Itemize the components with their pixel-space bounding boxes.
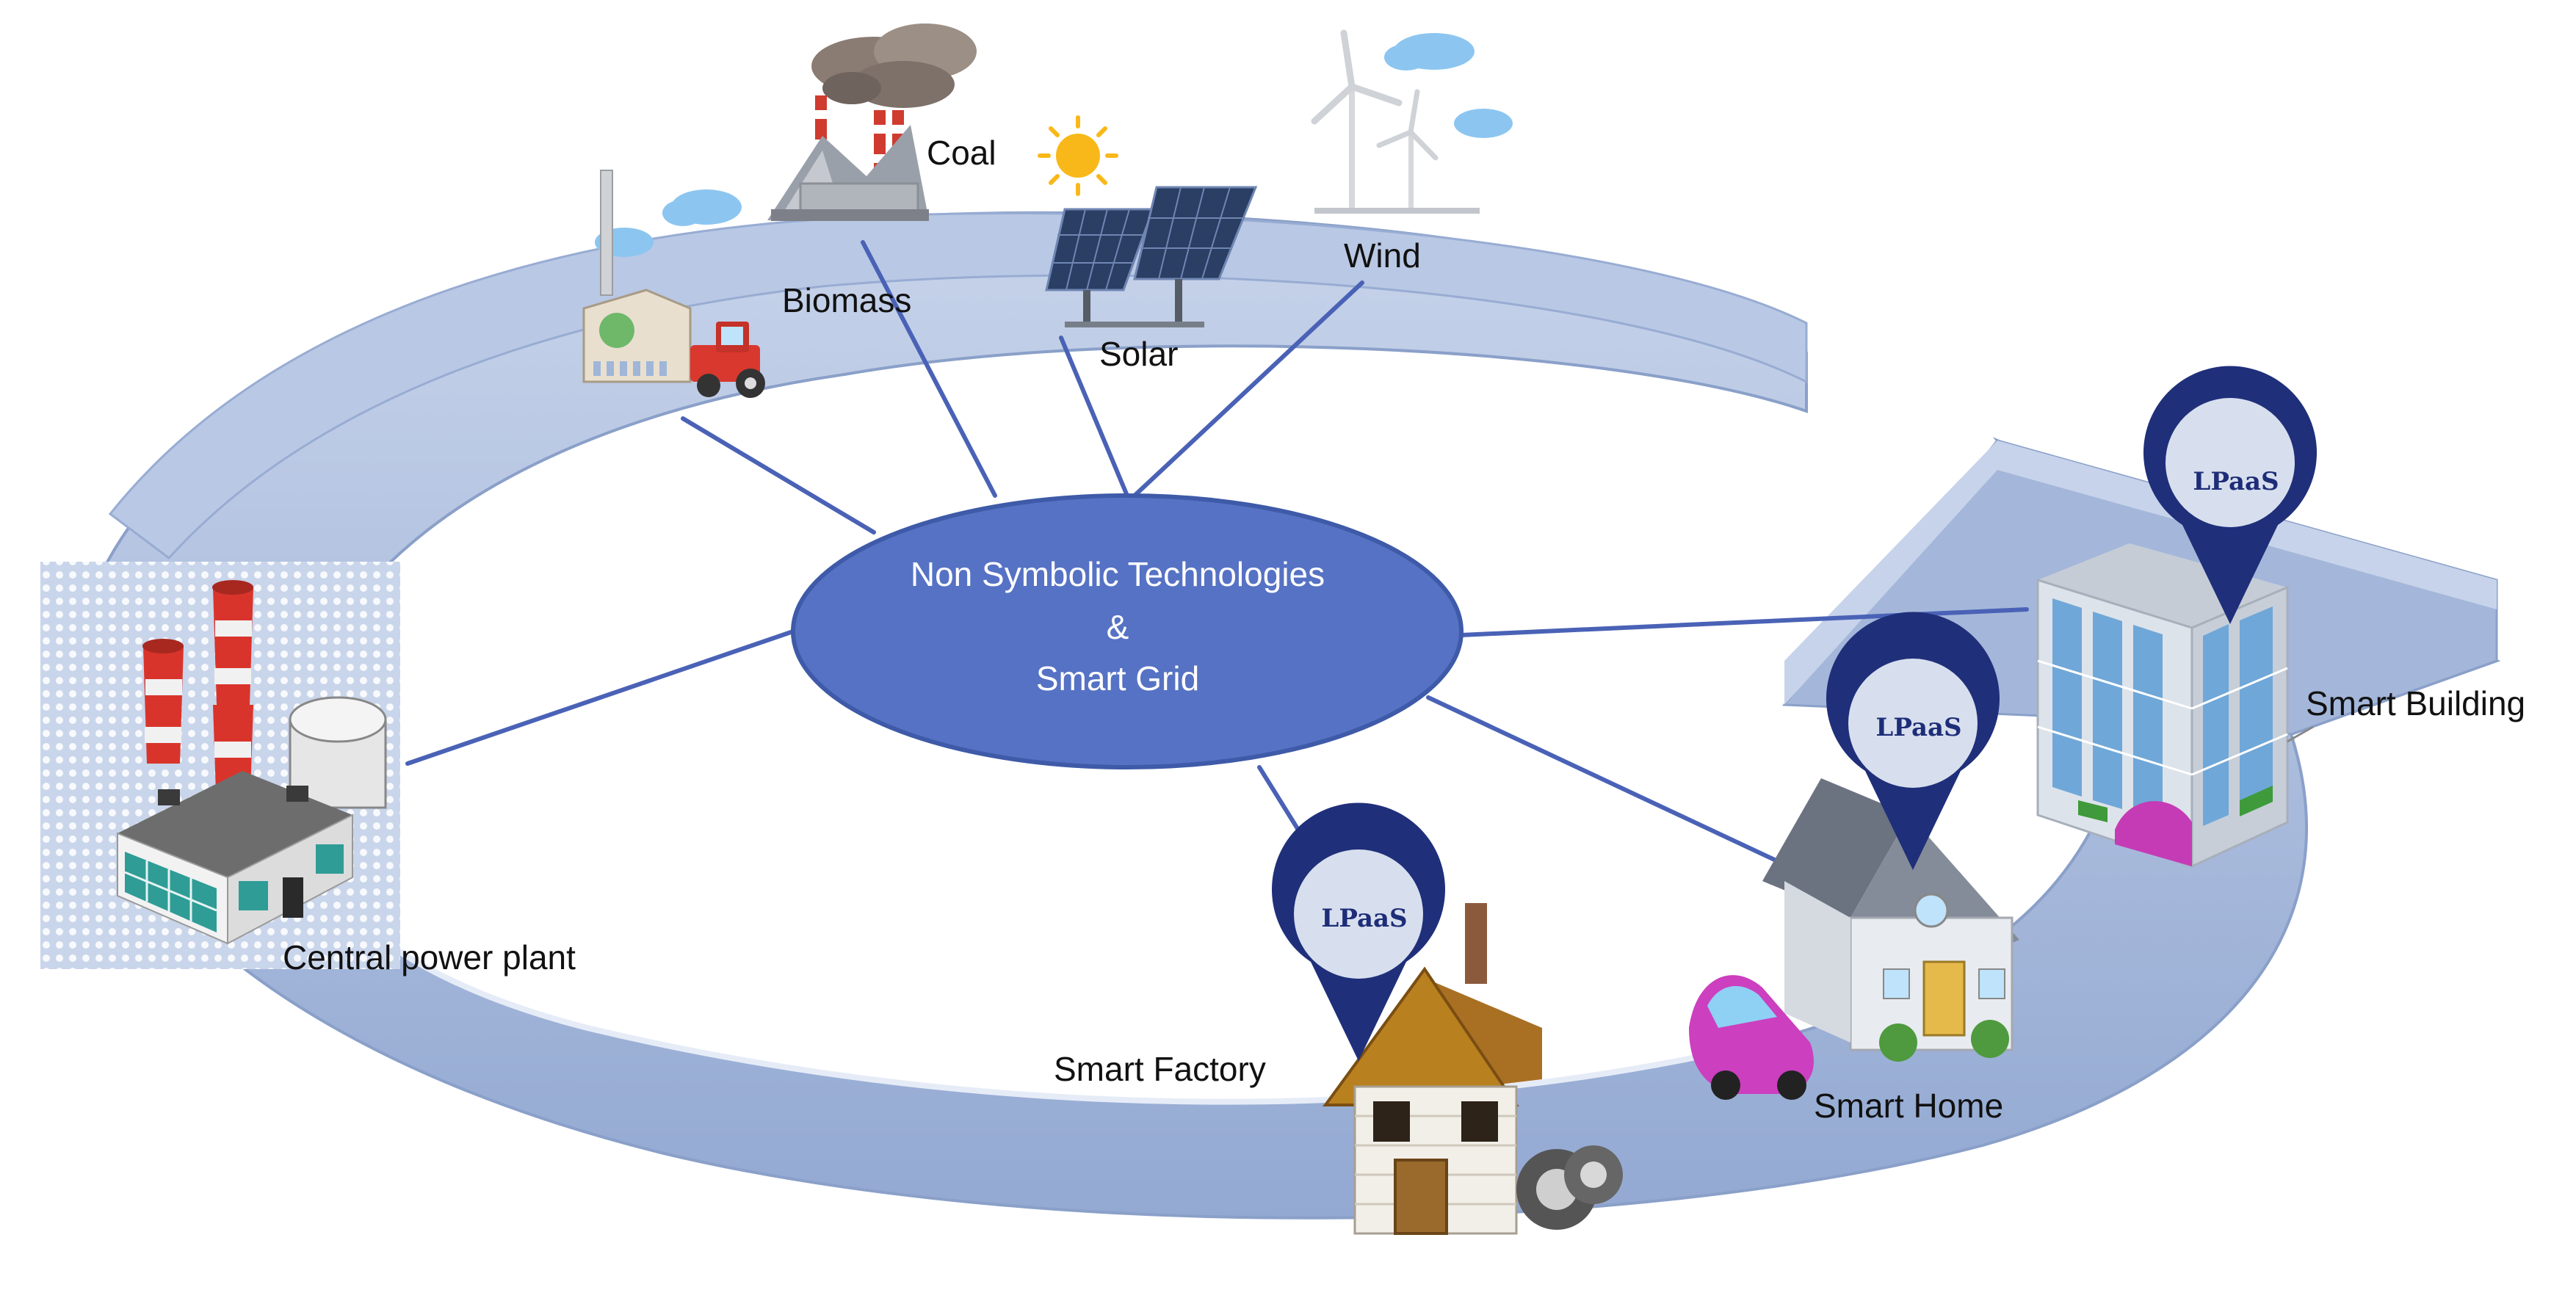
center-title-line2: & (1107, 608, 1129, 646)
pin-factory-label: LPaaS (1321, 904, 1407, 933)
connector-wind (1132, 280, 1364, 498)
label-coal: Coal (927, 134, 996, 172)
label-solar: Solar (1099, 335, 1178, 373)
connector-lines (405, 240, 2029, 905)
center-hub: Non Symbolic Technologies & Smart Grid (791, 493, 1464, 769)
smart-home-icon (1689, 778, 2019, 1100)
connector-building (1459, 607, 2029, 637)
label-biomass: Biomass (782, 281, 911, 319)
connector-coal (861, 240, 997, 498)
center-title-line1: Non Symbolic Technologies (911, 555, 1325, 593)
label-smart-home: Smart Home (1814, 1087, 2003, 1125)
center-title-line3: Smart Grid (1036, 659, 1199, 697)
wind-turbine-icon (1311, 29, 1513, 214)
connector-biomass (681, 416, 876, 535)
ring-arrow-face (1784, 441, 2497, 705)
label-wind: Wind (1344, 236, 1421, 275)
label-central-power-plant: Central power plant (283, 938, 576, 976)
pin-building-label: LPaaS (2193, 467, 2279, 496)
coal-plant-icon (767, 23, 977, 221)
sun-icon (1038, 115, 1118, 196)
biomass-plant-icon (582, 170, 765, 398)
connector-solar (1059, 336, 1129, 498)
label-smart-building: Smart Building (2306, 684, 2525, 722)
pin-home-label: LPaaS (1875, 713, 1961, 742)
label-smart-factory: Smart Factory (1054, 1050, 1266, 1088)
smart-factory-icon (1323, 903, 1623, 1235)
connector-central-plant (405, 629, 795, 766)
solar-panel-icon (1045, 186, 1258, 327)
location-pin-home: LPaaS (1826, 612, 2000, 870)
center-ellipse (791, 493, 1464, 769)
smart-building-icon (2036, 543, 2314, 869)
central-power-plant-icon (40, 562, 400, 969)
location-pin-building: LPaaS (2143, 366, 2317, 624)
connector-home (1426, 695, 1783, 865)
location-pin-factory: LPaaS (1272, 802, 1446, 1061)
